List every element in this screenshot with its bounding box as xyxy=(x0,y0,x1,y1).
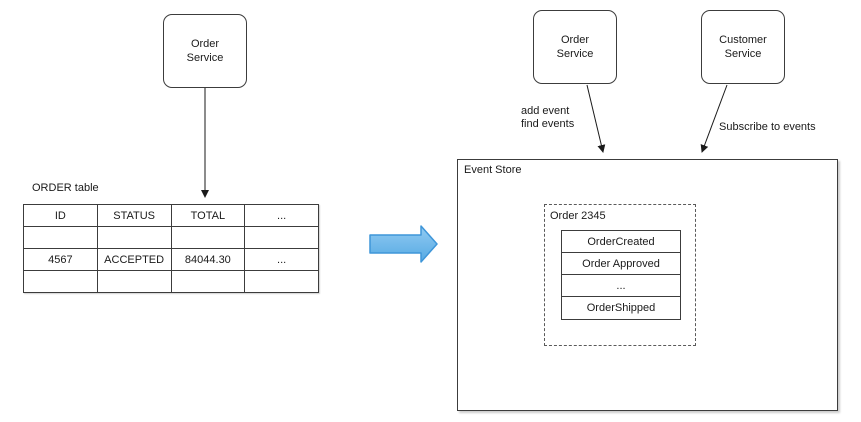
table-row: 4567 ACCEPTED 84044.30 ... xyxy=(23,248,319,271)
order-table-header-total: TOTAL xyxy=(170,204,246,227)
event-store-title: Event Store xyxy=(464,164,522,176)
table-cell xyxy=(96,270,172,293)
event-row-order-approved: Order Approved xyxy=(562,253,680,275)
order-table-header-status: STATUS xyxy=(96,204,172,227)
event-row-order-shipped: OrderShipped xyxy=(586,302,656,314)
customer-service-label: Customer Service xyxy=(719,34,767,60)
order-service-box-left: Order Service xyxy=(163,14,247,88)
order-stream-dashed-box: Order 2345 OrderCreated Order Approved .… xyxy=(544,204,696,346)
customer-service-box: Customer Service xyxy=(701,10,785,84)
table-cell xyxy=(244,270,319,293)
order-table-title: ORDER table xyxy=(32,182,99,194)
order-arrow-label: add event find events xyxy=(521,105,574,131)
event-row-order-created: OrderCreated xyxy=(562,231,680,253)
customer-arrow-label: Subscribe to events xyxy=(719,121,816,133)
table-cell: ... xyxy=(244,248,319,271)
order-service-label-right: Order Service xyxy=(556,34,594,60)
table-cell: 84044.30 xyxy=(170,248,246,271)
event-store-box: Event Store Order 2345 OrderCreated Orde… xyxy=(457,159,838,411)
table-cell xyxy=(96,226,172,249)
order-arrow-label-line1: add event xyxy=(521,105,570,117)
table-cell: 4567 xyxy=(23,248,98,271)
order-service-to-store-arrow xyxy=(586,84,606,153)
order-service-box-right: Order Service xyxy=(533,10,617,84)
table-cell xyxy=(170,270,246,293)
order-table-header-row: ID STATUS TOTAL ... xyxy=(23,204,319,227)
order-stream-title: Order 2345 xyxy=(550,210,606,222)
table-cell: ACCEPTED xyxy=(96,248,172,271)
order-table-header-more: ... xyxy=(244,204,319,227)
table-cell xyxy=(23,226,98,249)
event-row-ellipsis: ... xyxy=(562,275,680,297)
event-list: OrderCreated Order Approved ... OrderShi… xyxy=(561,230,681,320)
transform-block-arrow-icon xyxy=(369,225,438,263)
table-row xyxy=(23,226,319,249)
table-cell xyxy=(23,270,98,293)
customer-service-to-store-arrow xyxy=(700,84,728,153)
table-cell xyxy=(170,226,246,249)
table-row xyxy=(23,270,319,293)
order-service-label-left: Order Service xyxy=(186,38,224,64)
table-cell xyxy=(244,226,319,249)
order-arrow-label-line2: find events xyxy=(521,118,575,130)
order-table-header-id: ID xyxy=(23,204,98,227)
order-table: ID STATUS TOTAL ... 4567 ACCEPTED 84044.… xyxy=(23,204,319,293)
